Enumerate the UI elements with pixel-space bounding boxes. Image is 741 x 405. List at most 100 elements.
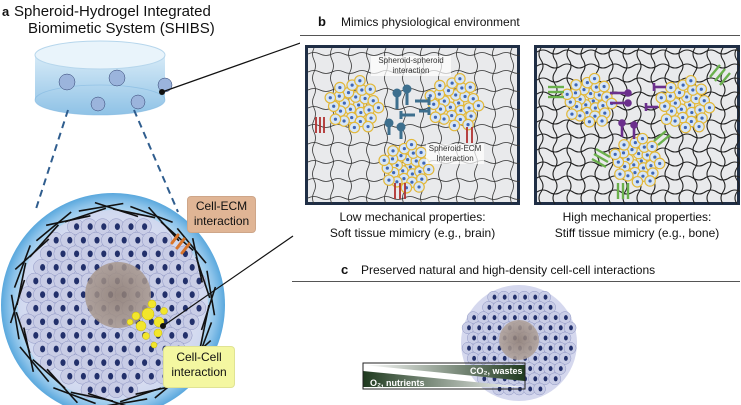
nucleus [528, 366, 533, 372]
panel-c-rule [292, 281, 740, 282]
nucleus [128, 223, 134, 230]
nucleus [26, 318, 32, 326]
nucleus [548, 345, 553, 351]
nucleus [487, 304, 492, 310]
nucleus [437, 92, 441, 96]
nucleus [406, 157, 410, 162]
nucleus [395, 180, 399, 184]
nucleus [108, 345, 114, 353]
nucleus [694, 96, 698, 101]
high-mechanical-caption: High mechanical properties: Stiff tissue… [534, 209, 740, 241]
nucleus [80, 264, 86, 271]
nucleus [574, 83, 578, 87]
ecm-fibers [9, 201, 217, 405]
nucleus [593, 114, 597, 118]
nucleus [700, 116, 704, 120]
spheroid-ecm-label: Spheroid-ECM Interaction [426, 144, 484, 164]
nucleus [640, 137, 645, 141]
dish-spheroids [58, 69, 173, 112]
nucleus [623, 165, 627, 169]
nucleus [169, 332, 175, 339]
nucleus [681, 115, 685, 120]
fiber [119, 387, 162, 403]
nucleus [538, 325, 543, 331]
nucleus [568, 100, 572, 104]
nucleus [101, 250, 107, 258]
soft-spheroid-left [324, 74, 385, 134]
necrotic-core [85, 262, 151, 328]
nucleus [121, 345, 127, 353]
nucleus [366, 125, 370, 129]
nucleus [626, 157, 630, 161]
nucleus [342, 101, 346, 105]
nucleus [626, 174, 630, 178]
fiber [16, 262, 27, 306]
nucleus [523, 294, 528, 300]
nucleus [338, 109, 343, 113]
nucleus [632, 163, 636, 167]
mesh-line-v [580, 47, 586, 205]
nucleus [433, 115, 438, 119]
panel-b-title: Mimics physiological environment [341, 15, 520, 29]
leader-line-to-b [161, 42, 300, 93]
nucleus [523, 315, 528, 321]
panel-a-title-line1: Spheroid-Hydrogel Integrated [14, 3, 211, 20]
nucleus [538, 345, 543, 351]
nucleus [457, 101, 461, 105]
nucleus [492, 315, 497, 321]
stiff-spheroid-left [561, 72, 618, 128]
nucleus [467, 325, 471, 331]
nucleus [533, 376, 538, 382]
nucleus [591, 99, 595, 103]
nucleus [189, 264, 195, 271]
fiber [53, 386, 96, 405]
zoom-line-right [133, 109, 179, 213]
nucleus [87, 223, 93, 230]
nucleus [585, 111, 589, 115]
nucleus [392, 171, 396, 175]
nucleus [528, 386, 533, 392]
nucleus [603, 111, 607, 115]
nucleus [46, 332, 52, 339]
nucleus [60, 250, 66, 258]
nucleus [669, 109, 674, 113]
fiber [10, 294, 20, 340]
nucleus [558, 366, 563, 372]
nucleus [468, 85, 472, 89]
nucleus [663, 104, 667, 108]
mesh-line-h [307, 196, 520, 200]
nucleus [543, 294, 548, 300]
nucleus [602, 84, 606, 89]
nucleus [368, 87, 372, 91]
nucleus [482, 315, 487, 321]
nucleus [358, 119, 362, 124]
fiber [70, 391, 114, 402]
nucleus [548, 325, 553, 331]
nucleus [420, 177, 424, 181]
nucleus [558, 345, 563, 351]
nucleus [26, 291, 32, 298]
nucleus [418, 170, 422, 174]
stiff-spheroid-right [655, 74, 716, 134]
nucleus [410, 172, 414, 176]
nucleus [410, 180, 414, 184]
nucleus [669, 85, 673, 90]
nucleus [108, 372, 114, 380]
nucleus [432, 102, 436, 106]
cell-ecm-label: Cell-ECM interaction [193, 199, 250, 228]
nucleus [633, 171, 637, 175]
nucleus [592, 77, 597, 81]
mesh-line-v [538, 47, 544, 205]
nucleus [67, 264, 73, 271]
nucleus [382, 158, 386, 162]
nucleus [507, 304, 512, 310]
nucleus [121, 236, 127, 244]
o2-nutrients-label: O₂, nutrients [370, 378, 425, 388]
nucleus [691, 88, 695, 92]
nucleus [597, 93, 601, 97]
nucleus [492, 355, 497, 361]
nucleus [80, 236, 86, 244]
nucleus [40, 264, 46, 271]
high-caption-line1: High mechanical properties: [562, 210, 712, 224]
soft-spheroid-right [424, 72, 485, 132]
